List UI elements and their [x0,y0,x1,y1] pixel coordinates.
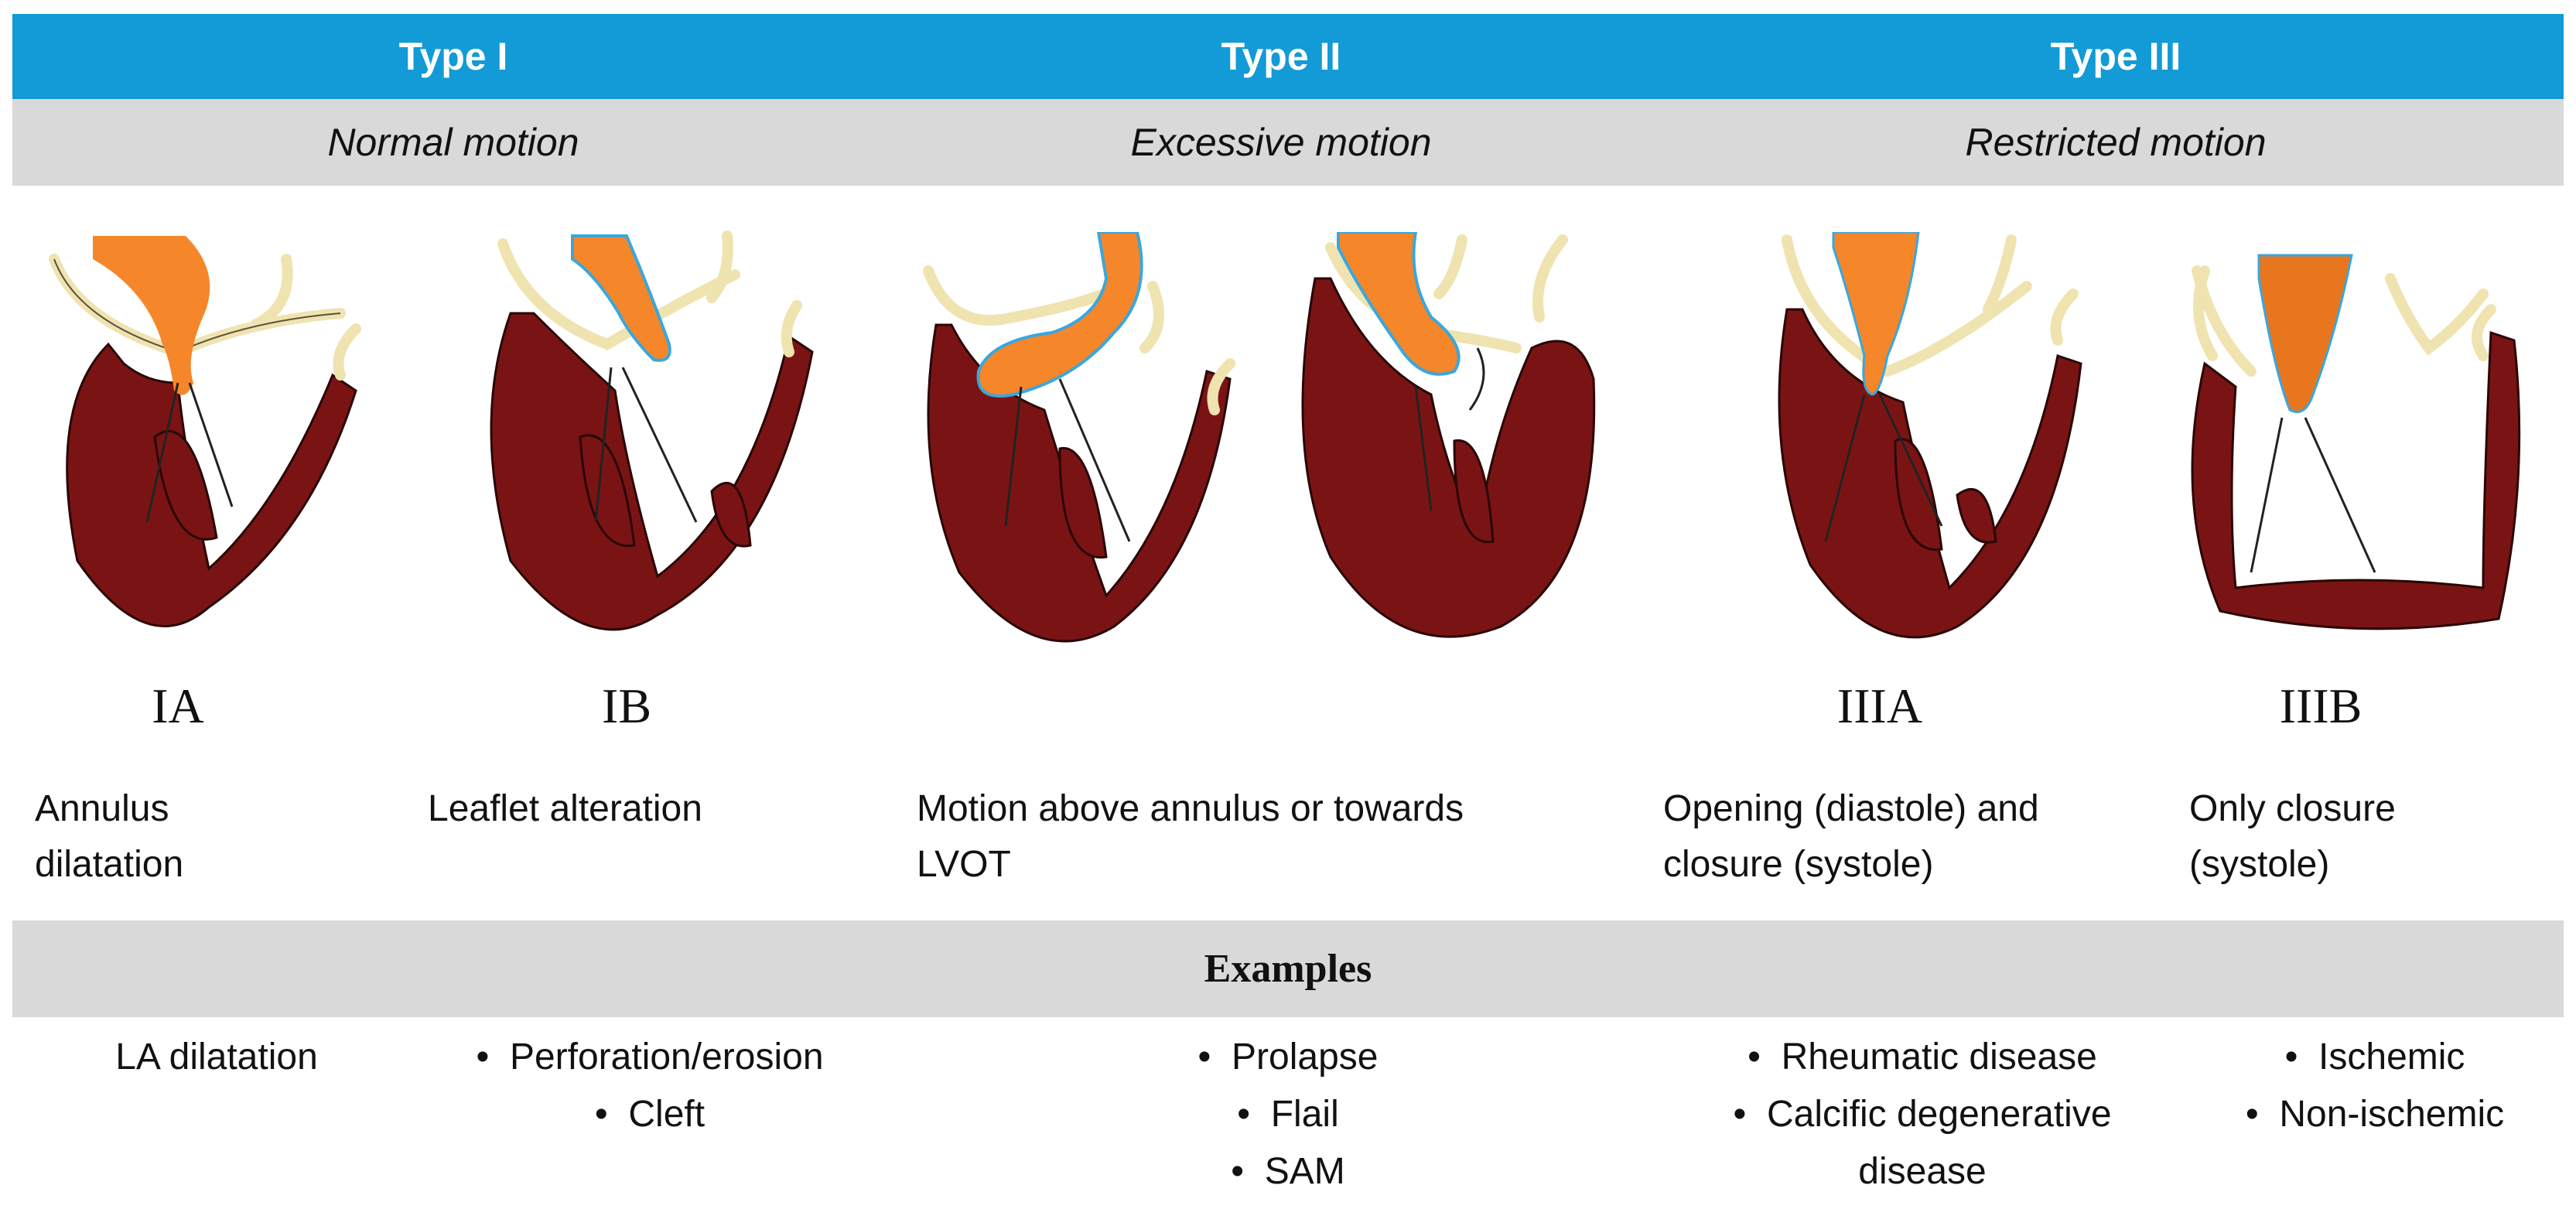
example-item: Flail [913,1086,1663,1143]
example-item: Calcific degenerative [1655,1086,2189,1143]
heart-ib-icon [464,228,828,650]
sublabel-iiib: IIIB [2279,678,2362,733]
examples-iiia: Rheumatic disease Calcific degenerative … [1655,1029,2189,1200]
description-iiia: Opening (diastole) and closure (systole) [1663,781,2174,893]
type-i-motion: Normal motion [327,121,579,164]
description-ib-line1: Leaflet alteration [428,788,702,829]
type-header-band: Type I Type II Type III [12,14,2564,99]
type-i-title: Type I [398,35,508,78]
type-ii-title: Type II [1221,35,1341,78]
description-iiib-line1: Only closure [2189,788,2396,829]
description-ii: Motion above annulus or towards LVOT [917,781,1628,893]
example-item: Rheumatic disease [1655,1029,2189,1086]
heart-iiib-icon [2189,248,2530,661]
examples-iiib: Ischemic Non-ischemic [2189,1029,2561,1143]
example-item: LA dilatation [115,1037,318,1078]
type-ii-motion: Excessive motion [1130,121,1432,164]
heart-ii-a-icon [921,232,1253,657]
example-item-continuation: disease [1858,1151,1987,1192]
examples-title: Examples [1204,947,1372,991]
examples-band: Examples [12,920,2564,1017]
example-item: Perforation/erosion [418,1029,882,1086]
description-iiib: Only closure (systole) [2189,781,2561,893]
description-iiia-line2: closure (systole) [1663,844,1934,885]
description-ii-line2: LVOT [917,844,1011,885]
sublabel-iiia: IIIA [1836,678,1923,733]
examples-ii: Prolapse Flail SAM [913,1029,1663,1200]
example-item: Non-ischemic [2189,1086,2561,1143]
description-ia-line2: dilatation [35,844,184,885]
example-item: Cleft [418,1086,882,1143]
description-iiia-line1: Opening (diastole) and [1663,788,2039,829]
examples-ib: Perforation/erosion Cleft [418,1029,882,1143]
heart-ia-icon [31,228,379,650]
example-item: Prolapse [913,1029,1663,1086]
description-ii-line1: Motion above annulus or towards [917,788,1464,829]
example-item: SAM [913,1143,1663,1200]
sublabel-ia: IA [152,678,204,733]
sublabel-ib: IB [602,678,651,733]
example-item: Ischemic [2189,1029,2561,1086]
description-ia-line1: Annulus [35,788,169,829]
heart-iiia-icon [1771,232,2096,654]
examples-ia: LA dilatation [15,1029,418,1086]
type-iii-title: Type III [2050,35,2181,78]
motion-band: Normal motion Excessive motion Restricte… [12,99,2564,186]
description-ib: Leaflet alteration [428,781,861,837]
description-ia: Annulus dilatation [35,781,406,893]
description-iiib-line2: (systole) [2189,844,2330,885]
type-iii-motion: Restricted motion [1965,121,2267,164]
heart-ii-b-icon [1300,232,1609,657]
